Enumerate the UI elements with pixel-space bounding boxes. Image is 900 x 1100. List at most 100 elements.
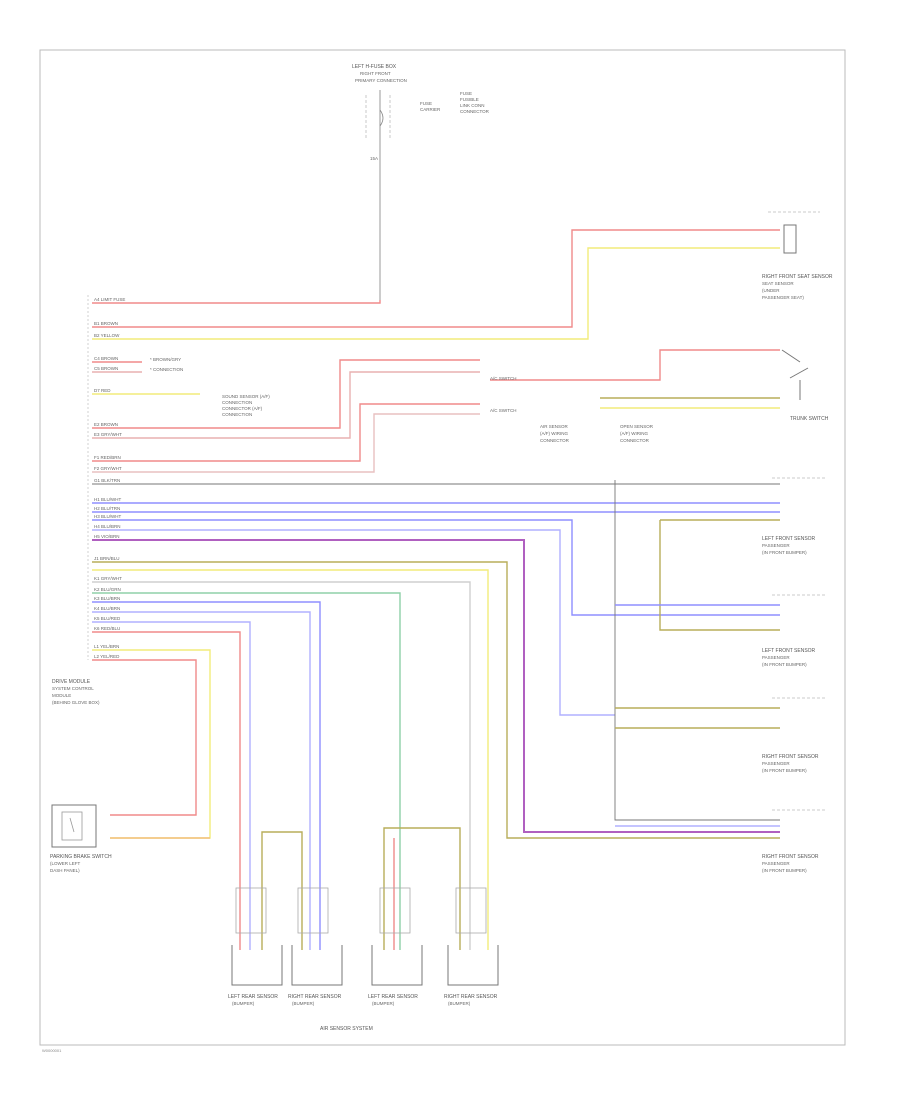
left-front-sensor: LEFT FRONT SENSOR PASSENGER (IN FRONT BU… — [762, 477, 825, 555]
svg-text:* BROWN/GRY: * BROWN/GRY — [150, 357, 181, 362]
svg-text:CONNECTOR (A/F): CONNECTOR (A/F) — [222, 406, 263, 411]
svg-text:K3 BLU/BRN: K3 BLU/BRN — [94, 596, 120, 601]
module-label: DRIVE MODULE — [52, 679, 91, 685]
svg-text:F2 GRY/WHT: F2 GRY/WHT — [94, 466, 122, 471]
svg-text:H1 BLU/WHT: H1 BLU/WHT — [94, 497, 122, 502]
svg-text:PASSENGER: PASSENGER — [762, 543, 790, 548]
svg-text:C4 BROWN: C4 BROWN — [94, 356, 118, 361]
svg-text:B2 YELLOW: B2 YELLOW — [94, 333, 120, 338]
svg-text:(UNDER: (UNDER — [762, 288, 780, 293]
svg-text:SYSTEM CONTROL: SYSTEM CONTROL — [52, 686, 94, 691]
svg-text:CONNECTOR: CONNECTOR — [620, 438, 650, 443]
svg-text:J1 BRN/BLU: J1 BRN/BLU — [94, 556, 120, 561]
svg-text:(BUMPER): (BUMPER) — [292, 1001, 315, 1006]
left-front-sensor-label: LEFT FRONT SENSOR — [762, 536, 816, 542]
svg-text:(LOWER LEFT: (LOWER LEFT — [50, 861, 81, 866]
wire-group-main — [92, 229, 780, 950]
svg-text:E2 BROWN: E2 BROWN — [94, 422, 118, 427]
right-front-sensor: RIGHT FRONT SENSOR PASSENGER (IN FRONT B… — [762, 697, 825, 773]
svg-text:A/C SWITCH: A/C SWITCH — [490, 408, 517, 413]
svg-text:(A/F) WIRING: (A/F) WIRING — [540, 431, 568, 436]
right-front-sensor-2: RIGHT FRONT SENSOR PASSENGER (IN FRONT B… — [762, 809, 825, 873]
svg-text:(IN FRONT BUMPER): (IN FRONT BUMPER) — [762, 662, 807, 667]
svg-text:SOUND SENSOR (A/F): SOUND SENSOR (A/F) — [222, 394, 270, 399]
svg-text:H4 BLU/BRN: H4 BLU/BRN — [94, 524, 121, 529]
front-sensor-right-label: RIGHT FRONT SEAT SENSOR — [762, 274, 833, 280]
svg-text:AIR SENSOR: AIR SENSOR — [540, 424, 569, 429]
svg-text:(BUMPER): (BUMPER) — [448, 1001, 471, 1006]
svg-text:D7 RED: D7 RED — [94, 388, 111, 393]
trunk-switch: TRUNK SWITCH A/C SWITCH A/C SWITCH AIR S… — [490, 349, 829, 443]
svg-text:H2 BLU/TRN: H2 BLU/TRN — [94, 506, 120, 511]
left-rear-sensor-label: LEFT REAR SENSOR — [228, 994, 278, 1000]
svg-text:(IN FRONT BUMPER): (IN FRONT BUMPER) — [762, 550, 807, 555]
left-rear-sensor2-label: LEFT REAR SENSOR — [368, 994, 418, 1000]
diagram-frame — [39, 49, 846, 1046]
left-rear-sensor: LEFT REAR SENSOR (BUMPER) — [228, 945, 283, 1006]
svg-text:15A: 15A — [370, 156, 378, 161]
svg-text:(BUMPER): (BUMPER) — [372, 1001, 395, 1006]
svg-text:K2 BLU/GRN: K2 BLU/GRN — [94, 587, 121, 592]
svg-text:CONNECTOR: CONNECTOR — [540, 438, 570, 443]
svg-text:B1 BROWN: B1 BROWN — [94, 321, 118, 326]
svg-text:K5 BLU/RED: K5 BLU/RED — [94, 616, 121, 621]
svg-text:CONNECTION: CONNECTION — [222, 412, 252, 417]
bottom-note: AIR SENSOR SYSTEM — [320, 1026, 373, 1032]
park-brake-switch: PARKING BRAKE SWITCH (LOWER LEFT DASH PA… — [50, 804, 112, 873]
svg-text:DASH PANEL): DASH PANEL) — [50, 868, 80, 873]
svg-text:RIGHT FRONT: RIGHT FRONT — [360, 71, 391, 76]
svg-text:PASSENGER: PASSENGER — [762, 655, 790, 660]
svg-text:FUSE: FUSE — [460, 91, 472, 96]
front-sensor-right: RIGHT FRONT SEAT SENSOR SEAT SENSOR (UND… — [762, 211, 833, 300]
left-rear-sensor-2: LEFT REAR SENSOR (BUMPER) — [368, 945, 423, 1006]
fuse-box-label: LEFT H-FUSE BOX — [352, 64, 397, 70]
svg-text:PASSENGER SEAT): PASSENGER SEAT) — [762, 295, 804, 300]
svg-text:E3 GRY/WHT: E3 GRY/WHT — [94, 432, 122, 437]
svg-text:G1 BLK/TRN: G1 BLK/TRN — [94, 478, 120, 483]
svg-text:K1 GRY/WHT: K1 GRY/WHT — [94, 576, 122, 581]
svg-text:LINK CONN: LINK CONN — [460, 103, 485, 108]
svg-text:K4 BLU/BRN: K4 BLU/BRN — [94, 606, 120, 611]
footer-code: W0000001 — [42, 1048, 62, 1053]
park-brake-switch-label: PARKING BRAKE SWITCH — [50, 854, 112, 860]
svg-text:CONNECTOR: CONNECTOR — [460, 109, 490, 114]
svg-text:A4 LIMIT FUSE: A4 LIMIT FUSE — [94, 297, 125, 302]
fuse-box-area: LEFT H-FUSE BOX RIGHT FRONT PRIMARY CONN… — [352, 64, 490, 300]
left-front-sensor-2: LEFT FRONT SENSOR PASSENGER (IN FRONT BU… — [762, 594, 825, 667]
trunk-switch-label: TRUNK SWITCH — [790, 416, 829, 422]
svg-text:SEAT SENSOR: SEAT SENSOR — [762, 281, 794, 286]
svg-text:PASSENGER: PASSENGER — [762, 861, 790, 866]
svg-text:OPEN SENSOR: OPEN SENSOR — [620, 424, 654, 429]
svg-text:CONNECTION: CONNECTION — [222, 400, 252, 405]
svg-text:H5 VIO/BRN: H5 VIO/BRN — [94, 534, 120, 539]
svg-text:CARRIER: CARRIER — [420, 107, 441, 112]
left-front-sensor2-label: LEFT FRONT SENSOR — [762, 648, 816, 654]
svg-text:F1 RED/BRN: F1 RED/BRN — [94, 455, 121, 460]
svg-text:K6 RED/BLU: K6 RED/BLU — [94, 626, 120, 631]
svg-text:(A/F) WIRING: (A/F) WIRING — [620, 431, 648, 436]
svg-text:FUSE: FUSE — [420, 101, 432, 106]
right-front-sensor-label: RIGHT FRONT SENSOR — [762, 754, 819, 760]
rear-sensor-connectors — [235, 887, 487, 934]
svg-text:L1 YEL/BRN: L1 YEL/BRN — [94, 644, 119, 649]
svg-text:A/C SWITCH: A/C SWITCH — [490, 376, 517, 381]
svg-text:(BUMPER): (BUMPER) — [232, 1001, 255, 1006]
right-front-sensor2-label: RIGHT FRONT SENSOR — [762, 854, 819, 860]
right-rear-sensor-2: RIGHT REAR SENSOR (BUMPER) — [444, 945, 499, 1006]
svg-text:(IN FRONT BUMPER): (IN FRONT BUMPER) — [762, 768, 807, 773]
svg-text:C5 BROWN: C5 BROWN — [94, 366, 118, 371]
svg-text:PRIMARY CONNECTION: PRIMARY CONNECTION — [355, 78, 407, 83]
svg-text:L2 YEL/RED: L2 YEL/RED — [94, 654, 120, 659]
svg-text:MODULE: MODULE — [52, 693, 71, 698]
right-rear-sensor: RIGHT REAR SENSOR (BUMPER) — [288, 945, 343, 1006]
svg-text:PASSENGER: PASSENGER — [762, 761, 790, 766]
svg-text:(IN FRONT BUMPER): (IN FRONT BUMPER) — [762, 868, 807, 873]
right-rear-sensor2-label: RIGHT REAR SENSOR — [444, 994, 498, 1000]
svg-text:FUSIBLE: FUSIBLE — [460, 97, 479, 102]
svg-text:H3 BLU/WHT: H3 BLU/WHT — [94, 514, 122, 519]
svg-text:(BEHIND GLOVE BOX): (BEHIND GLOVE BOX) — [52, 700, 100, 705]
svg-text:* CONNECTION: * CONNECTION — [150, 367, 183, 372]
right-rear-sensor-label: RIGHT REAR SENSOR — [288, 994, 342, 1000]
module-pin-labels: A4 LIMIT FUSE B1 BROWN B2 YELLOW C4 BROW… — [94, 297, 270, 659]
